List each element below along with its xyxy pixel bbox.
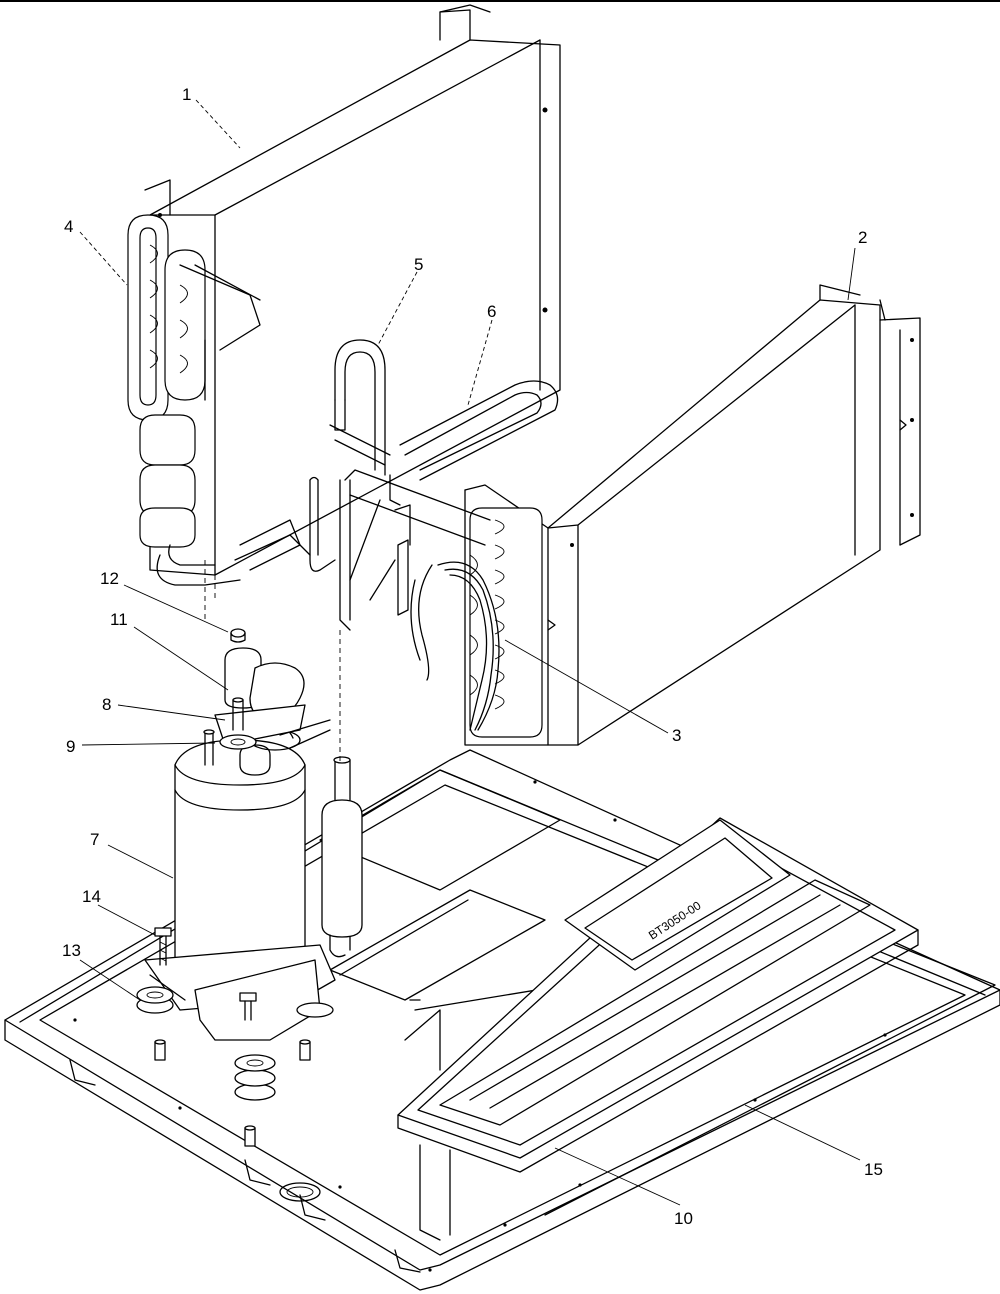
callout-5: 5 xyxy=(414,255,423,274)
callout-8: 8 xyxy=(102,695,111,714)
callout-15: 15 xyxy=(864,1160,883,1179)
callout-1: 1 xyxy=(182,85,191,104)
callout-10: 10 xyxy=(674,1209,693,1228)
evaporator-coil xyxy=(127,4,561,586)
drain-tray: BT3050-00 xyxy=(397,817,919,1241)
part-callouts: 1 2 3 4 5 6 7 8 9 10 11 12 13 14 15 xyxy=(62,85,883,1228)
capillary-tube xyxy=(410,561,500,731)
callout-6: 6 xyxy=(487,302,496,321)
callout-9: 9 xyxy=(66,737,75,756)
alignment-lines xyxy=(204,560,341,765)
return-bends xyxy=(127,214,261,548)
callout-7: 7 xyxy=(90,830,99,849)
callout-4: 4 xyxy=(64,217,73,236)
callout-13: 13 xyxy=(62,941,81,960)
callout-2: 2 xyxy=(858,228,867,247)
callout-11: 11 xyxy=(110,610,128,629)
condenser-return-bends xyxy=(469,507,543,738)
grommets xyxy=(136,986,334,1101)
compressor xyxy=(136,725,363,1147)
sleeves xyxy=(154,1039,311,1147)
callout-3: 3 xyxy=(672,726,681,745)
terminal-cover-parts xyxy=(214,628,331,750)
callout-12: 12 xyxy=(100,569,119,588)
callout-14: 14 xyxy=(82,887,101,906)
condenser-coil xyxy=(464,284,921,746)
leader-lines xyxy=(79,99,861,1206)
tubing-assembly xyxy=(309,339,559,631)
